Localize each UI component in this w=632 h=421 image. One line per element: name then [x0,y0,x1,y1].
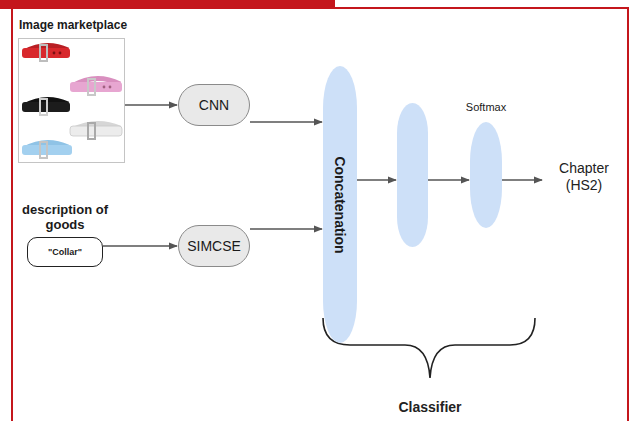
node-text: SIMCSE [187,238,241,254]
collar-photo [22,45,122,158]
flow-arrow [250,121,322,122]
collar-buckle [40,99,47,115]
classifier-brace [323,318,535,378]
output-arrow [502,179,542,180]
text-input-box: description of goods"Collar" [27,237,103,267]
flow-arrow [428,179,469,180]
output-label: Chapter (HS2) [548,160,620,194]
collar-hole [59,52,62,55]
node-heading: Softmax [466,101,506,114]
flow-arrow [125,104,177,105]
node-heading: Image marketplace [19,19,127,33]
process-pill: CNN [178,84,250,126]
node-text: "Collar" [48,247,82,257]
collar-hole [109,86,112,89]
image-box: Image marketplace [18,38,125,163]
collar-buckle [88,79,95,95]
group-label: Classifier [380,399,480,416]
collar-buckle [40,142,47,158]
collar-hole [103,86,106,89]
softmax-ellipse: Softmax [470,122,502,228]
layer-ellipse: Concatenation [323,66,357,343]
hidden-layer [397,103,428,247]
collar-hole [53,52,56,55]
node-text: CNN [199,97,229,113]
collar-buckle [88,123,95,139]
node-heading: description of goods [10,203,120,233]
collar-buckle [40,45,47,61]
flow-arrow [250,228,322,229]
flow-arrow [357,179,396,180]
flow-arrow [103,245,177,246]
process-pill: SIMCSE [178,225,250,267]
node-text: Concatenation [332,156,348,253]
